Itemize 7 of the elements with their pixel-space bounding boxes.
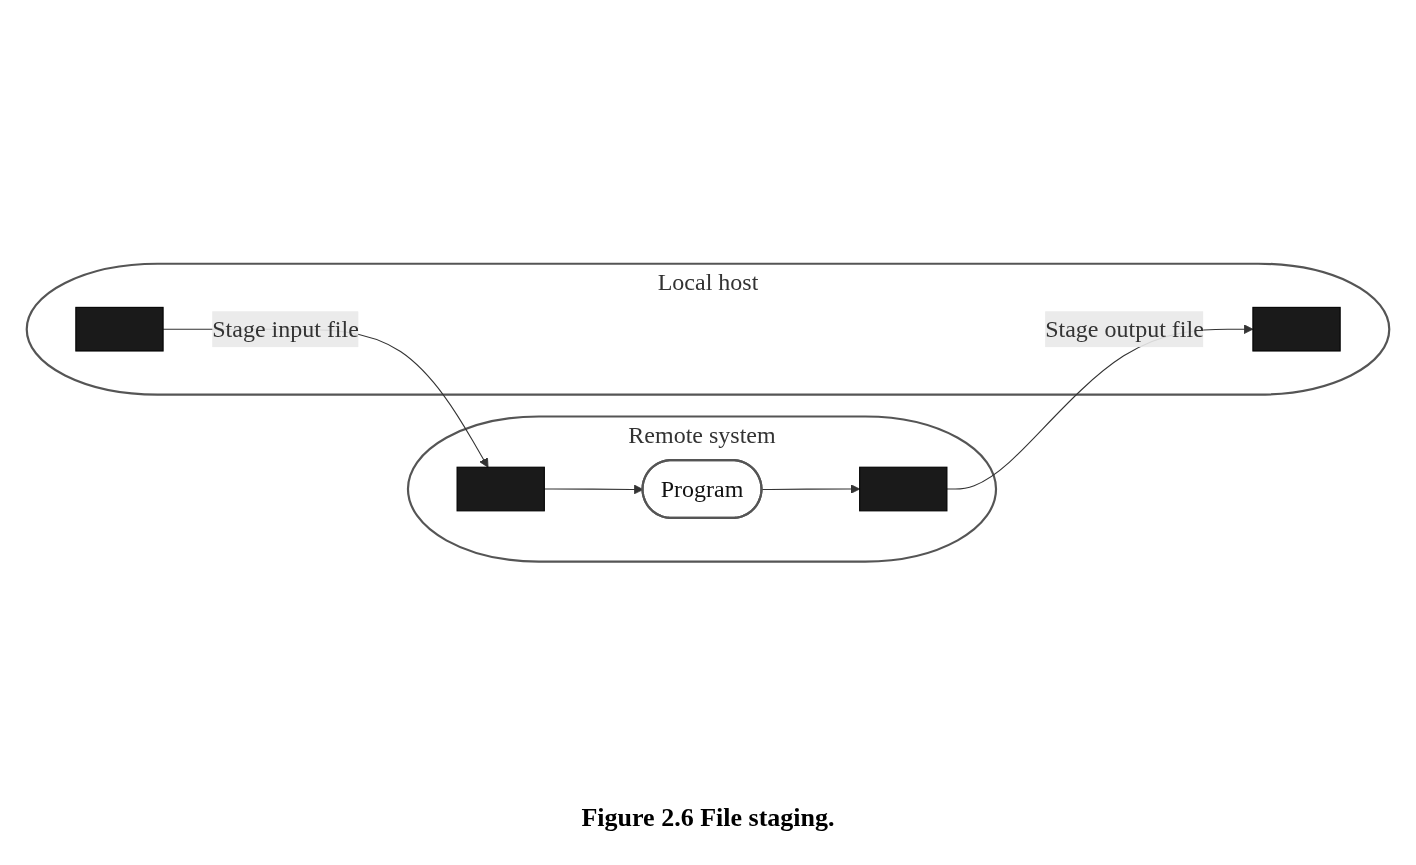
edge-label: Stage output file: [1045, 315, 1204, 343]
node-box: [456, 466, 545, 512]
figure-caption: Figure 2.6 File staging.: [581, 802, 835, 833]
node-box: [859, 466, 948, 512]
node-box: [1252, 306, 1341, 352]
node-box: [75, 306, 164, 352]
edge-label: Stage input file: [212, 315, 359, 343]
